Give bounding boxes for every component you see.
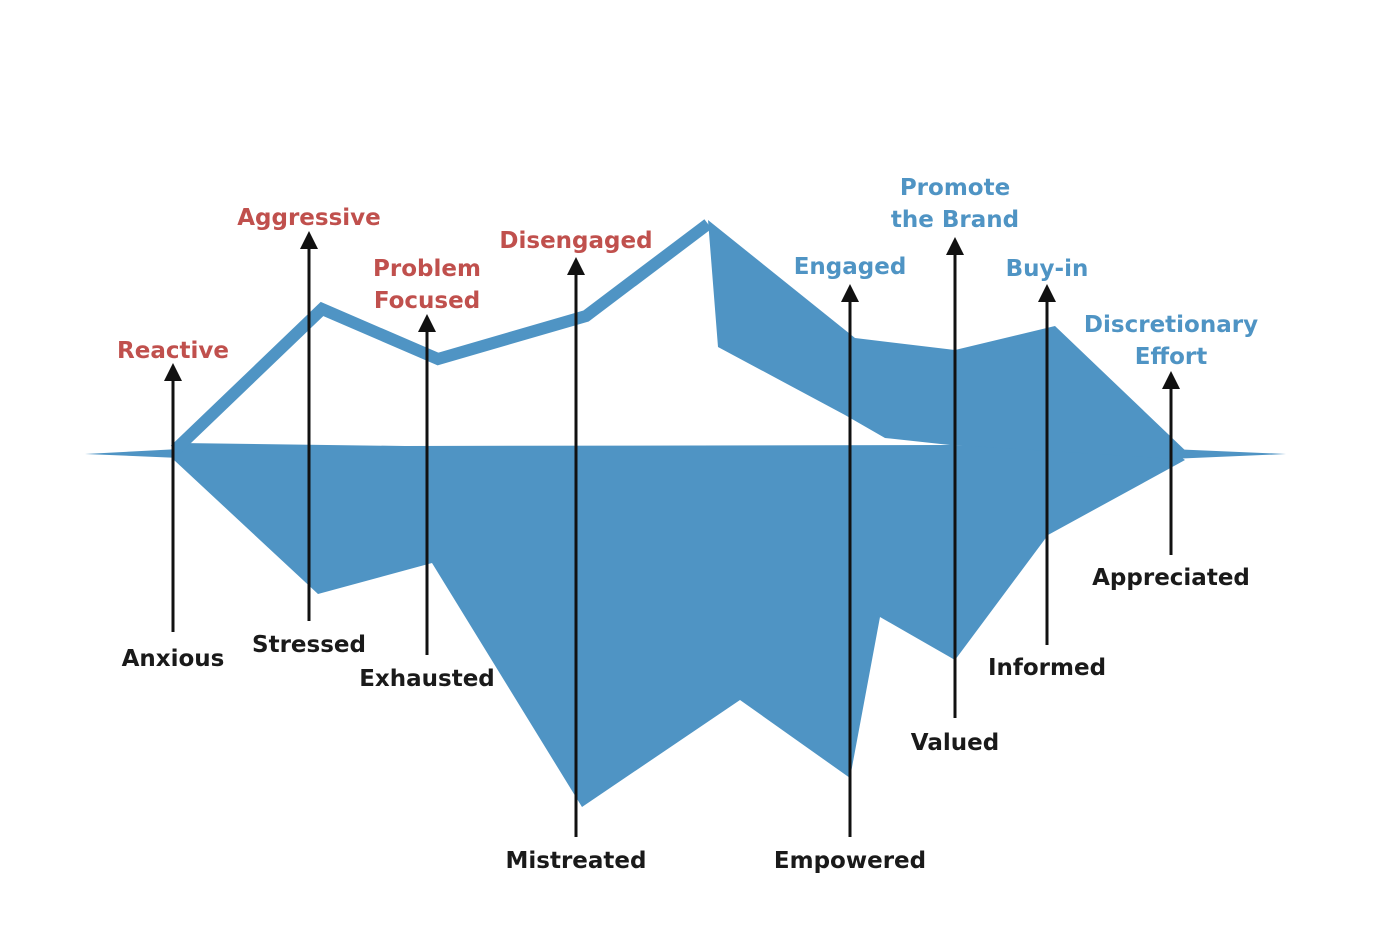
- above-water-outline: [170, 219, 712, 455]
- waterline-left-spike: [85, 449, 180, 458]
- bottom-label-anxious: Anxious: [121, 646, 225, 672]
- bottom-label-informed: Informed: [987, 655, 1107, 681]
- bottom-label-stressed: Stressed: [252, 632, 366, 658]
- top-label-problem-focused: Problem Focused: [373, 256, 481, 314]
- bottom-label-exhausted: Exhausted: [359, 666, 495, 692]
- bottom-label-mistreated: Mistreated: [505, 848, 647, 874]
- top-label-promote-the-brand: Promote the Brand: [890, 175, 1020, 233]
- bottom-label-empowered: Empowered: [773, 848, 927, 874]
- bottom-label-appreciated: Appreciated: [1092, 565, 1250, 591]
- top-label-disengaged: Disengaged: [499, 228, 653, 254]
- upper-right-shaded-area: [708, 220, 1190, 459]
- top-label-discretionary-effort: Discretionary Effort: [1083, 312, 1259, 370]
- arrows: [164, 231, 1180, 837]
- submerged-area: [174, 443, 1185, 807]
- waterline-right-spike: [1170, 449, 1286, 459]
- top-label-buy-in: Buy-in: [1005, 256, 1089, 282]
- top-label-engaged: Engaged: [793, 254, 907, 280]
- bottom-label-valued: Valued: [910, 730, 1000, 756]
- top-label-reactive: Reactive: [117, 338, 229, 364]
- top-label-aggressive: Aggressive: [237, 205, 381, 231]
